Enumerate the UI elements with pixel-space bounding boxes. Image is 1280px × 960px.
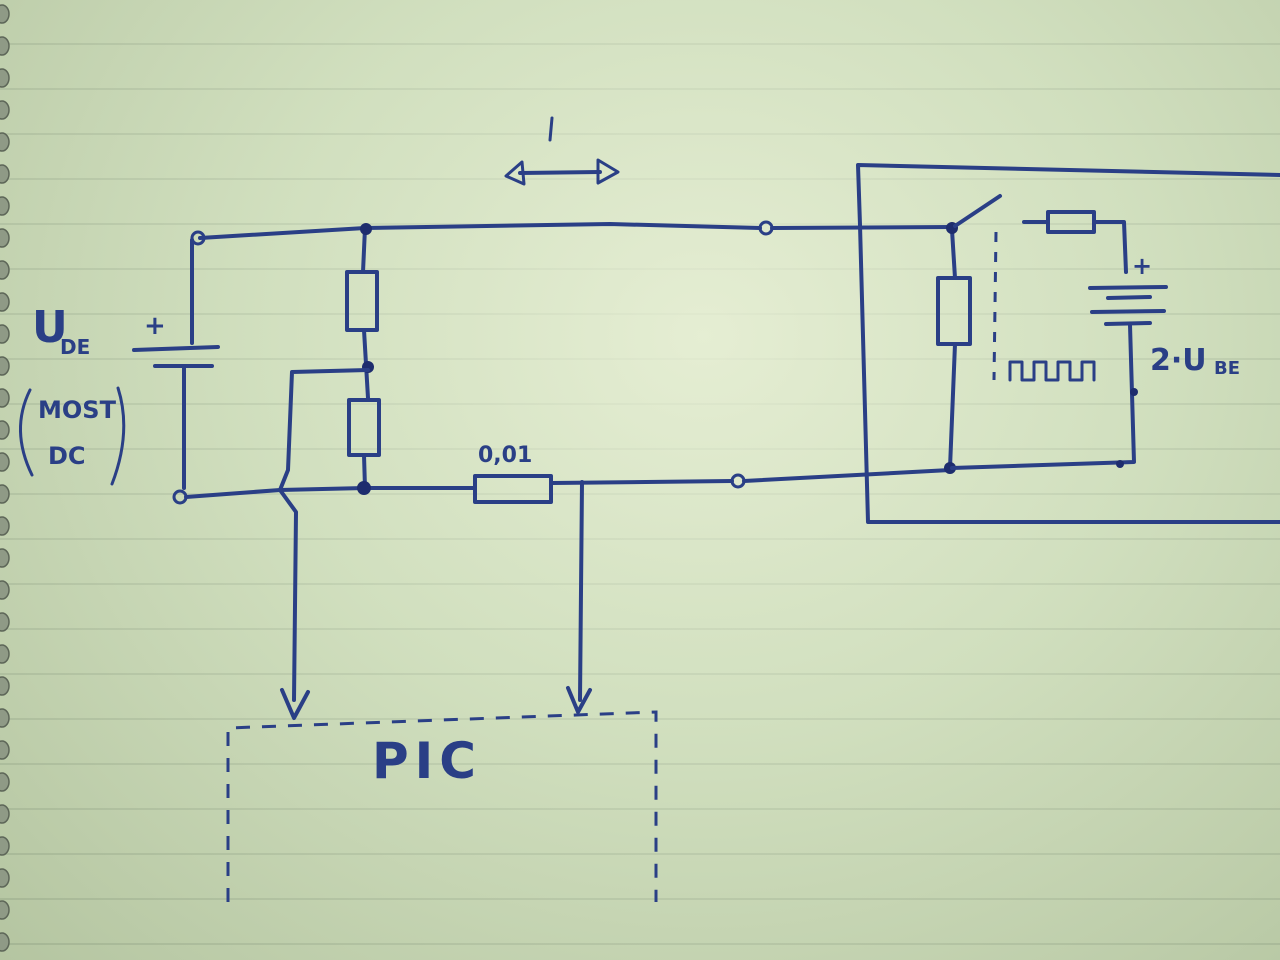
spiral-ring — [0, 420, 10, 440]
supply-label-sub: DE — [60, 335, 90, 359]
spiral-ring — [0, 900, 10, 920]
bottom-wire-right — [550, 479, 734, 485]
spiral-ring — [0, 388, 10, 408]
divider-tap-wire — [278, 368, 370, 702]
supply-battery-symbol — [132, 345, 220, 368]
spiral-ring — [0, 676, 10, 696]
shunt-tap-wire — [578, 480, 584, 702]
spiral-ring — [0, 68, 10, 88]
spiral-binding — [0, 4, 10, 952]
supply-note-line1: MOST — [38, 396, 117, 424]
reference-battery-symbol — [1088, 285, 1168, 326]
spiral-ring — [0, 452, 10, 472]
spiral-ring — [0, 484, 10, 504]
spiral-ring — [0, 932, 10, 952]
pulse-waveform — [1008, 360, 1096, 382]
battery-plus: + — [1132, 252, 1152, 280]
spiral-ring — [0, 772, 10, 792]
spiral-ring — [0, 36, 10, 56]
shunt-value-label: 0,01 — [478, 443, 532, 468]
battery-label-main: 2·U — [1150, 343, 1207, 378]
bottom-wire-left — [184, 486, 477, 499]
spiral-ring — [0, 548, 10, 568]
spiral-ring — [0, 164, 10, 184]
spiral-ring — [0, 292, 10, 312]
supply-label-main: U — [32, 302, 68, 353]
pulse-resistor — [1046, 210, 1096, 234]
spiral-ring — [0, 868, 10, 888]
switch-control-dashed — [992, 231, 998, 381]
shunt-resistor — [473, 474, 553, 504]
load-internal-resistor — [936, 228, 972, 470]
voltage-divider — [345, 226, 381, 490]
pic-box — [226, 710, 658, 902]
note-paren-right — [110, 386, 126, 486]
spiral-ring — [0, 132, 10, 152]
spiral-ring — [0, 740, 10, 760]
spiral-ring — [0, 196, 10, 216]
double-arrow-marker — [504, 116, 620, 186]
spiral-ring — [0, 356, 10, 376]
spiral-ring — [0, 804, 10, 824]
spiral-ring — [0, 836, 10, 856]
supply-plus: + — [144, 311, 166, 341]
spiral-ring — [0, 260, 10, 280]
spiral-ring — [0, 324, 10, 344]
load-box — [856, 163, 1280, 524]
note-paren-left — [19, 388, 34, 477]
spiral-ring — [0, 516, 10, 536]
pic-label: PIC — [372, 732, 482, 790]
spiral-ring — [0, 612, 10, 632]
spiral-ring — [0, 644, 10, 664]
battery-label-sub: BE — [1214, 358, 1240, 379]
spiral-ring — [0, 580, 10, 600]
spiral-ring — [0, 100, 10, 120]
top-wire — [198, 222, 762, 240]
spiral-ring — [0, 708, 10, 728]
spiral-ring — [0, 228, 10, 248]
switch — [953, 194, 1002, 228]
supply-note-line2: DC — [48, 442, 86, 470]
spiral-ring — [0, 4, 10, 24]
